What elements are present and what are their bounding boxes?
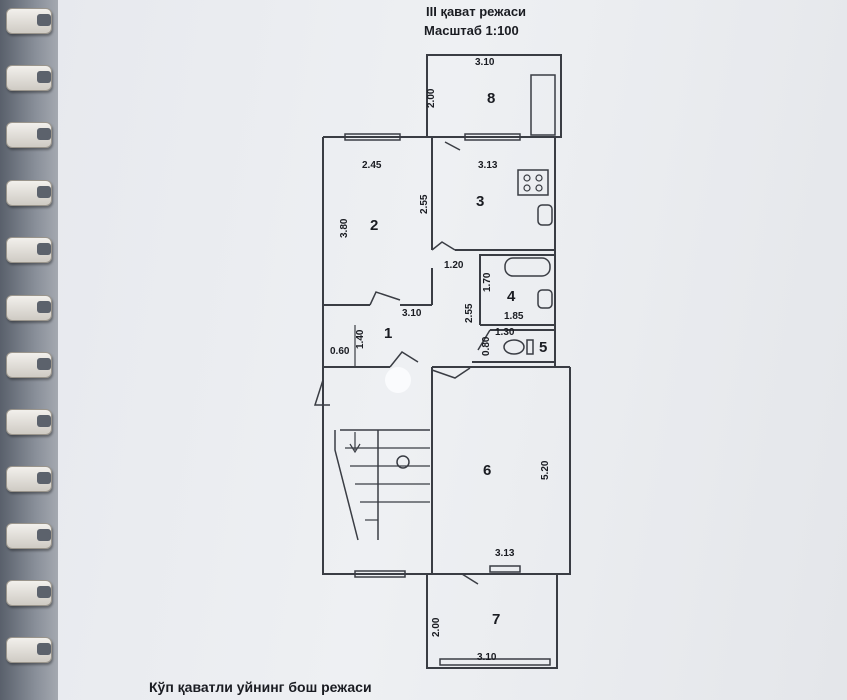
- dim-r5-top: 1.30: [495, 327, 515, 338]
- door-room-2: [369, 291, 401, 306]
- dim-hall-width: 1.20: [444, 260, 464, 271]
- dim-r7-side: 2.00: [431, 617, 442, 637]
- binding-ring: [6, 295, 52, 321]
- dim-hall-bottom: 3.10: [402, 308, 422, 319]
- binding-ring: [6, 65, 52, 91]
- room-label-5: 5: [539, 339, 548, 356]
- room-label-1: 1: [384, 325, 393, 342]
- room-label-7: 7: [492, 611, 501, 628]
- dim-hall-side: 2.55: [464, 303, 475, 323]
- dim-r4-side: 1.70: [482, 272, 493, 292]
- binding-ring: [6, 8, 52, 34]
- binding-ring: [6, 237, 52, 263]
- plan-title: III қават режаси: [426, 4, 527, 19]
- exterior-wall-left-bottom: [322, 137, 571, 575]
- room-8-cabinet: [530, 74, 556, 136]
- window-stair: [354, 570, 406, 578]
- dim-r4-bottom: 1.85: [504, 311, 524, 322]
- dim-r8-side: 2.00: [426, 88, 437, 108]
- stair-stringer: [334, 430, 359, 541]
- binding-ring: [6, 409, 52, 435]
- stair-post: [396, 455, 410, 469]
- room-label-6: 6: [483, 462, 492, 479]
- binding-ring: [6, 122, 52, 148]
- window-room-6: [489, 565, 521, 573]
- room-label-2: 2: [370, 217, 379, 234]
- window-room-7: [439, 658, 551, 666]
- dim-r8-top: 3.10: [475, 57, 495, 68]
- door-hall: [389, 351, 419, 368]
- dim-r5-side: 0.80: [481, 336, 492, 356]
- dim-r3-side: 2.55: [419, 194, 430, 214]
- door-room-5: [477, 329, 491, 351]
- room-label-3: 3: [476, 193, 485, 210]
- entry-door: [313, 379, 330, 406]
- dim-r6-side: 5.20: [540, 460, 551, 480]
- toilet: [503, 339, 525, 355]
- dim-hall-left: 1.40: [355, 329, 366, 349]
- door-room-6: [431, 367, 471, 379]
- wall-4: [479, 254, 555, 325]
- window-room-2: [344, 133, 401, 141]
- dim-r2-top: 2.45: [362, 160, 382, 171]
- room-7-outline: [426, 574, 558, 669]
- dim-hall-small: 0.60: [330, 346, 350, 357]
- bathtub: [504, 257, 551, 277]
- wall-5: [472, 329, 556, 363]
- stove: [517, 169, 549, 196]
- binding-ring: [6, 637, 52, 663]
- binding-ring: [6, 523, 52, 549]
- paper-smudge: [385, 367, 411, 393]
- binding-ring: [6, 466, 52, 492]
- spiral-binding: [0, 0, 62, 700]
- room-label-8: 8: [487, 90, 496, 107]
- plan-sheet: [58, 0, 847, 700]
- door-room-3: [431, 241, 456, 251]
- dim-r6-bottom: 3.13: [495, 548, 515, 559]
- binding-ring: [6, 580, 52, 606]
- window-room-3: [464, 133, 521, 141]
- binding-ring: [6, 352, 52, 378]
- dim-r3-top: 3.13: [478, 160, 498, 171]
- room-label-4: 4: [507, 288, 516, 305]
- plan-caption: Кўп қаватли уйнинг бош режаси: [149, 679, 372, 695]
- bath-sink: [537, 289, 553, 309]
- dim-r2-side: 3.80: [339, 218, 350, 238]
- kitchen-sink: [537, 204, 553, 226]
- plan-scale: Масштаб 1:100: [424, 23, 519, 38]
- dim-r7-bottom: 3.10: [477, 652, 497, 663]
- door-room-8: [444, 141, 461, 151]
- binding-ring: [6, 180, 52, 206]
- door-room-7: [461, 573, 479, 585]
